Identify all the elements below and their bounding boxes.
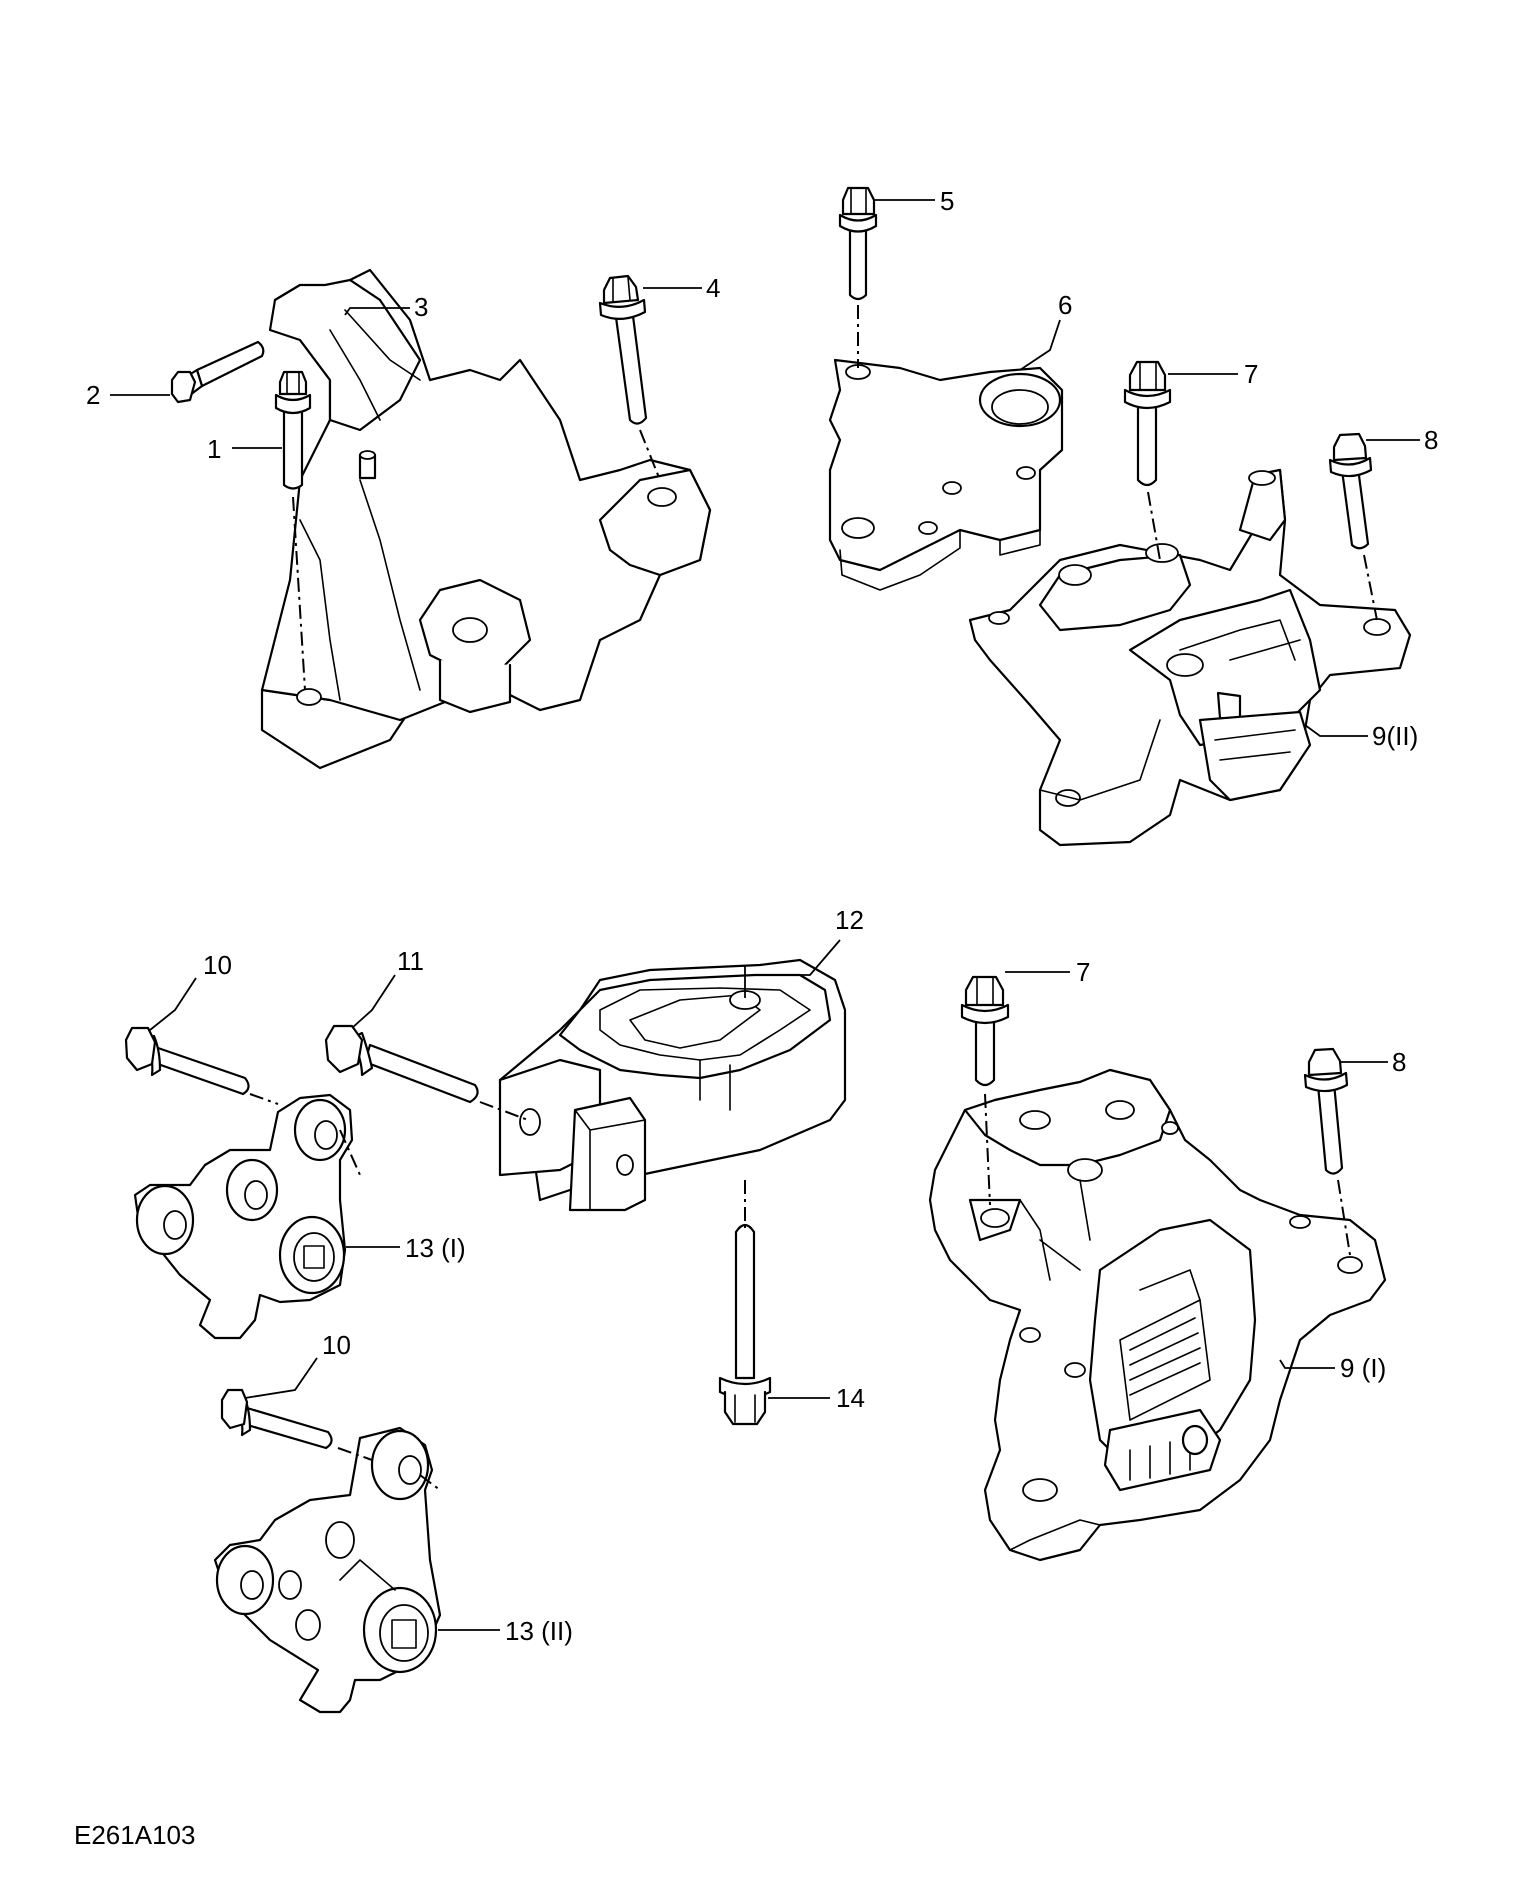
link-13-II bbox=[213, 1426, 442, 1714]
callout-9-I: 9 (I) bbox=[1340, 1353, 1386, 1383]
bolt-14 bbox=[718, 1180, 772, 1426]
callout-8-top: 8 bbox=[1424, 425, 1438, 455]
callout-8-lower: 8 bbox=[1392, 1047, 1406, 1077]
callout-7-lower: 7 bbox=[1076, 957, 1090, 987]
callout-10-upper: 10 bbox=[203, 950, 232, 980]
bracket-3 bbox=[260, 268, 712, 770]
callout-11: 11 bbox=[397, 946, 424, 976]
bolt-5 bbox=[838, 186, 878, 368]
bolt-11 bbox=[324, 1024, 529, 1121]
plate-6 bbox=[828, 358, 1064, 591]
bolt-8-top bbox=[1328, 432, 1378, 621]
callout-7-top: 7 bbox=[1244, 359, 1258, 389]
callout-3: 3 bbox=[414, 292, 428, 322]
bolt-7-top bbox=[1123, 360, 1172, 561]
callout-9-II: 9(II) bbox=[1372, 721, 1418, 751]
bolt-2 bbox=[170, 340, 265, 404]
callout-2: 2 bbox=[86, 380, 100, 410]
link-13-I bbox=[133, 1093, 361, 1340]
mount-9-II bbox=[968, 468, 1412, 847]
bolt-7-lower bbox=[960, 975, 1010, 1206]
callout-12: 12 bbox=[835, 905, 864, 935]
mount-12 bbox=[498, 958, 847, 1212]
callout-13-I: 13 (I) bbox=[405, 1233, 466, 1263]
callout-4: 4 bbox=[706, 273, 720, 303]
callout-5: 5 bbox=[940, 186, 954, 216]
callout-14: 14 bbox=[836, 1383, 865, 1413]
callout-10-lower: 10 bbox=[322, 1330, 351, 1360]
callout-6: 6 bbox=[1058, 290, 1072, 320]
mount-9-I bbox=[928, 1068, 1387, 1562]
callout-13-II: 13 (II) bbox=[505, 1616, 573, 1646]
bolt-8-lower bbox=[1303, 1047, 1351, 1256]
figure-reference-code: E261A103 bbox=[74, 1820, 195, 1850]
callout-1: 1 bbox=[207, 434, 221, 464]
bolt-10-upper bbox=[124, 1026, 279, 1105]
bolt-1 bbox=[274, 370, 312, 691]
bolt-4 bbox=[598, 274, 661, 481]
leader-lines bbox=[110, 199, 1420, 1631]
bolt-10-lower bbox=[220, 1388, 373, 1461]
